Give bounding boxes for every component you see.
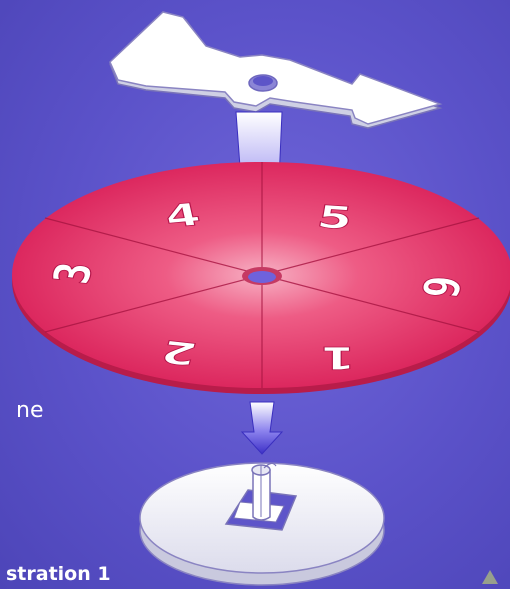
assembly-arrow-bottom: [242, 402, 282, 454]
caption-fragment-text: ne: [16, 398, 43, 423]
pointer-arrow-piece: [110, 12, 440, 128]
spinner-base: [140, 463, 384, 585]
spinner-number-1: 1: [321, 340, 356, 377]
corner-mark: [482, 570, 498, 584]
spinner-number-5: 5: [314, 198, 355, 237]
illustration-caption: stration 1: [6, 563, 111, 585]
